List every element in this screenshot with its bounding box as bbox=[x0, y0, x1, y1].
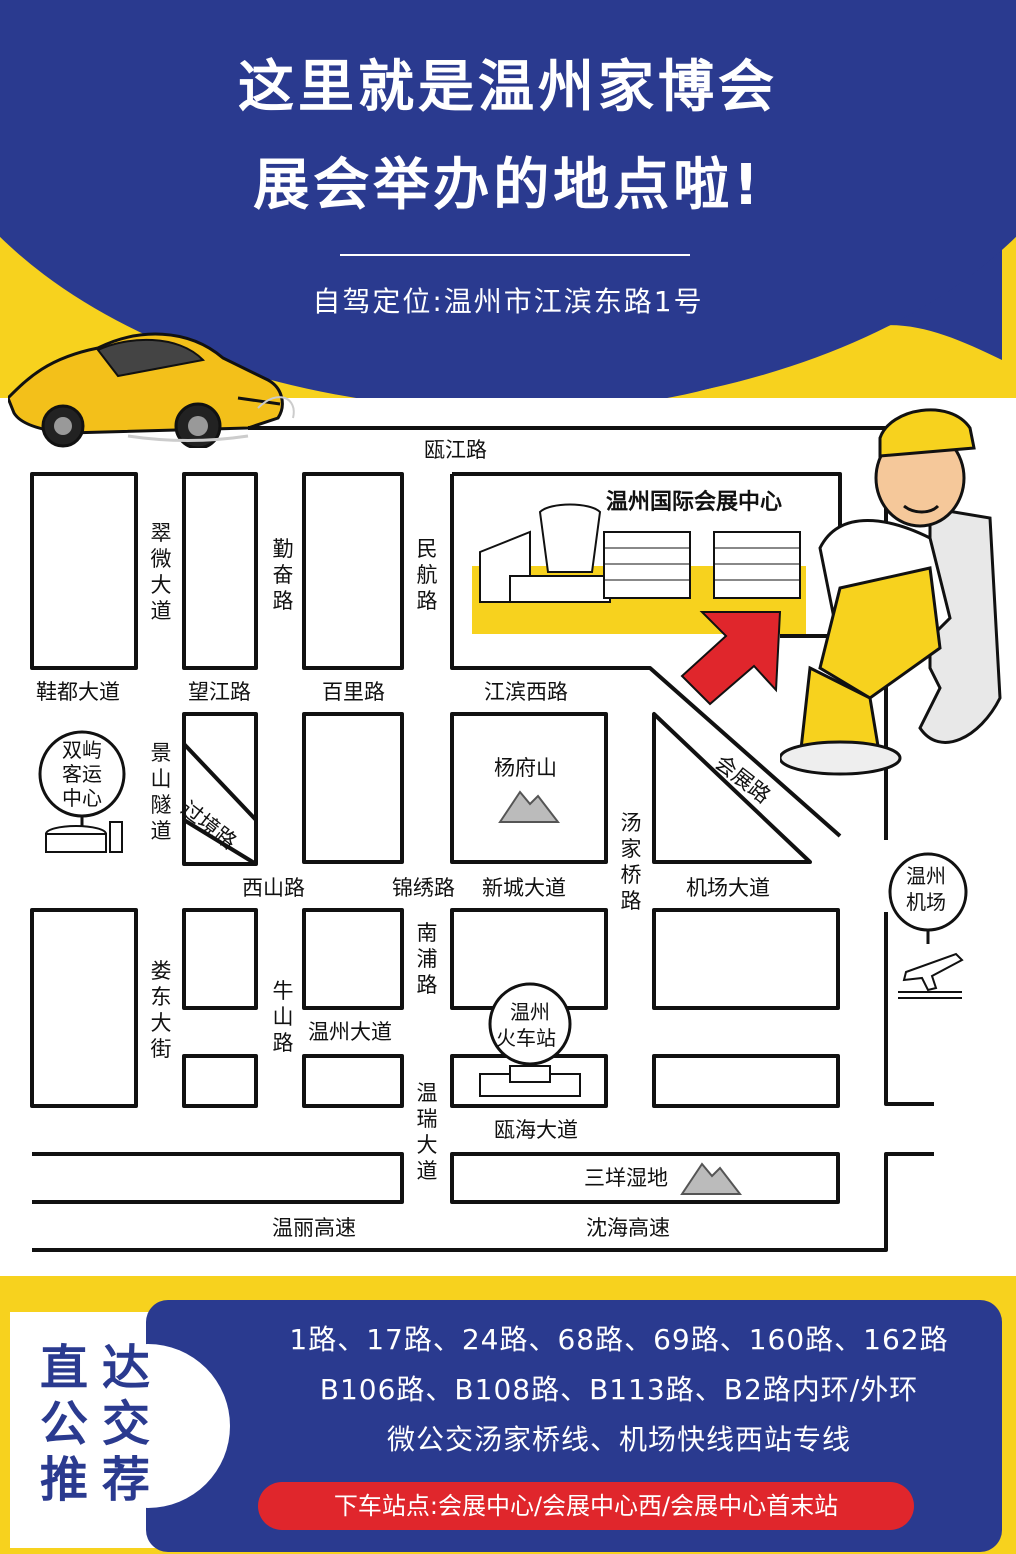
road-shenhai: 沈海高速 bbox=[586, 1216, 670, 1240]
bus-label-char: 达 bbox=[101, 1340, 150, 1396]
landmark-shuangyu-3: 中心 bbox=[62, 786, 102, 810]
road-xincheng: 新城大道 bbox=[482, 876, 566, 900]
bus-lines-1: 1路、17路、24路、68路、69路、160路、162路 bbox=[289, 1323, 949, 1356]
title-line-2: 展会举办的地点啦! bbox=[253, 153, 763, 218]
road-ouhai: 瓯海大道 bbox=[494, 1118, 578, 1142]
landmark-airport-1: 温州 bbox=[906, 864, 946, 888]
road-xishan: 西山路 bbox=[242, 876, 305, 900]
road-qinfen: 勤奋路 bbox=[272, 537, 294, 613]
landmark-shuangyu-1: 双屿 bbox=[62, 738, 102, 762]
bus-lines-3: 微公交汤家桥线、机场快线西站专线 bbox=[386, 1423, 851, 1456]
address-text: 自驾定位:温州市江滨东路1号 bbox=[312, 285, 704, 318]
bus-label-char: 直 bbox=[39, 1340, 88, 1396]
landmark-airport-2: 机场 bbox=[906, 890, 946, 914]
road-jiangbinxi: 江滨西路 bbox=[484, 680, 568, 704]
title-line-1: 这里就是温州家博会 bbox=[238, 55, 778, 120]
road-jingshan: 景山隧道 bbox=[150, 741, 172, 843]
road-jinxiu: 锦绣路 bbox=[392, 876, 455, 900]
bus-label-col-2: 达 交 荐 bbox=[96, 1340, 156, 1508]
bus-label-col-1: 直 公 推 bbox=[34, 1340, 94, 1508]
expo-building-icon bbox=[479, 503, 801, 603]
road-oujiang: 瓯江路 bbox=[424, 438, 487, 462]
road-xiedu: 鞋都大道 bbox=[36, 680, 120, 704]
road-wenrui: 温瑞大道 bbox=[416, 1081, 438, 1183]
road-niushan: 牛山路 bbox=[272, 979, 294, 1055]
road-tangjiaqiao: 汤家桥路 bbox=[620, 811, 642, 913]
landmark-sanyang: 三垟湿地 bbox=[584, 1166, 668, 1190]
bus-station-icon bbox=[38, 730, 126, 853]
bus-label-char: 推 bbox=[39, 1452, 88, 1508]
worker-mascot-icon bbox=[780, 408, 1002, 776]
car-icon bbox=[8, 332, 295, 448]
road-baili: 百里路 bbox=[322, 680, 385, 704]
bus-label-char: 荐 bbox=[101, 1452, 150, 1508]
road-wangjiang: 望江路 bbox=[188, 680, 251, 704]
bus-stops: 下车站点:会展中心/会展中心西/会展中心首末站 bbox=[333, 1492, 839, 1520]
landmark-shuangyu-2: 客运 bbox=[62, 762, 102, 786]
bus-label-char: 公 bbox=[39, 1396, 88, 1452]
road-loudong: 娄东大街 bbox=[150, 959, 172, 1061]
landmark-expo-center: 温州国际会展中心 bbox=[606, 490, 783, 515]
landmark-station-2: 火车站 bbox=[496, 1026, 556, 1050]
landmark-station-1: 温州 bbox=[510, 1000, 550, 1024]
arrow-icon bbox=[680, 611, 782, 706]
train-station-icon bbox=[479, 982, 581, 1097]
mountain-icon bbox=[498, 790, 560, 823]
road-jichang: 机场大道 bbox=[686, 876, 770, 900]
bus-lines-2: B106路、B108路、B113路、B2路内环/外环 bbox=[319, 1373, 919, 1406]
landmark-yangfushan: 杨府山 bbox=[494, 756, 557, 780]
mountain-icon bbox=[680, 1162, 742, 1195]
road-nanpu: 南浦路 bbox=[416, 921, 438, 997]
road-minhang: 民航路 bbox=[416, 537, 438, 613]
road-cuiwei: 翠微大道 bbox=[150, 521, 172, 623]
road-wenli: 温丽高速 bbox=[272, 1216, 356, 1240]
airplane-icon bbox=[888, 852, 968, 999]
bus-label-char: 交 bbox=[101, 1396, 150, 1452]
road-wenzhou-avenue: 温州大道 bbox=[308, 1020, 392, 1044]
